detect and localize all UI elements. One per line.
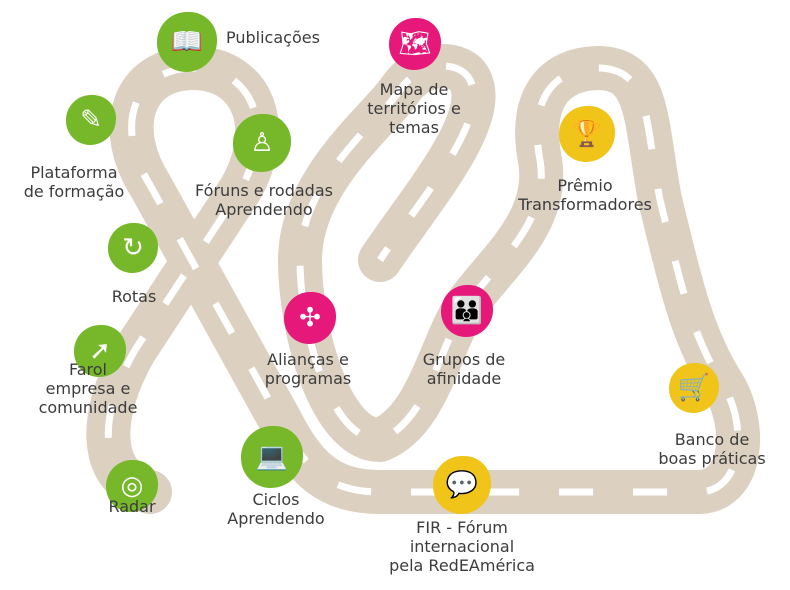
label-line: empresa e — [45, 379, 131, 398]
presenter-icon: ♙ — [250, 128, 274, 158]
plataforma-badge[interactable]: ✎ — [66, 95, 116, 145]
label-line: Plataforma — [30, 163, 118, 182]
trophy-icon: 🏆 — [570, 119, 604, 149]
aliancas-badge[interactable]: ✣ — [284, 292, 336, 344]
label-line: Aprendendo — [227, 509, 325, 528]
banco-badge[interactable]: 🛒 — [669, 363, 719, 413]
grupos-badge[interactable]: 👪 — [441, 285, 493, 337]
label-line: FIR - Fórum — [416, 518, 508, 537]
mapa-badge[interactable]: 🗺 — [389, 18, 441, 70]
people-chat-icon: 💬 — [445, 470, 479, 500]
label-line: Radar — [108, 497, 156, 516]
label-line: Publicações — [226, 28, 320, 47]
label-line: Ciclos — [252, 490, 300, 509]
label-line: temas — [389, 118, 439, 137]
publicacoes-label[interactable]: Publicações — [226, 28, 320, 47]
radar-badge[interactable]: ◎ — [106, 460, 158, 512]
label-line: Farol — [68, 360, 107, 379]
radar-label[interactable]: Radar — [108, 497, 155, 516]
label-line: Alianças e — [267, 350, 349, 369]
label-line: Aprendendo — [215, 200, 313, 219]
label-line: Banco de — [674, 430, 750, 449]
rotas-label[interactable]: Rotas — [112, 287, 157, 306]
label-line: territórios e — [367, 99, 461, 118]
foruns-badge[interactable]: ♙ — [233, 114, 291, 172]
label-line: Fóruns e rodadas — [195, 181, 333, 200]
americas-map-icon: 🗺 — [398, 29, 432, 59]
fir-badge[interactable]: 💬 — [433, 456, 491, 514]
radar-icon: ◎ — [120, 471, 144, 501]
label-line: Prêmio — [557, 176, 613, 195]
cart-icon: 🛒 — [677, 373, 711, 403]
pencil-icon: ✎ — [80, 105, 102, 135]
farol-badge[interactable]: ➚ — [74, 325, 126, 377]
rotas-badge[interactable]: ↻ — [108, 223, 158, 273]
label-line: boas práticas — [658, 449, 766, 468]
book-search-icon: 📖 — [170, 27, 204, 57]
label-line: Grupos de — [422, 350, 506, 369]
laptop-icon: 💻 — [255, 442, 289, 472]
ciclos-badge[interactable]: 💻 — [241, 426, 303, 488]
premio-badge[interactable]: 🏆 — [559, 106, 615, 162]
lighthouse-beam-icon: ➚ — [89, 336, 111, 366]
puzzle-icon: ✣ — [299, 303, 321, 333]
label-line: Mapa de — [379, 80, 449, 99]
label-line: Transformadores — [518, 195, 652, 214]
label-line: pela RedEAmérica — [389, 556, 535, 575]
label-line: comunidade — [38, 398, 138, 417]
route-arrow-icon: ↻ — [122, 233, 144, 263]
people-group-icon: 👪 — [450, 296, 484, 326]
publicacoes-badge[interactable]: 📖 — [157, 12, 217, 72]
label-line: afinidade — [426, 369, 502, 388]
label-line: de formação — [23, 182, 125, 201]
label-line: internacional — [409, 537, 515, 556]
label-line: programas — [264, 369, 352, 388]
label-line: Rotas — [111, 287, 157, 306]
